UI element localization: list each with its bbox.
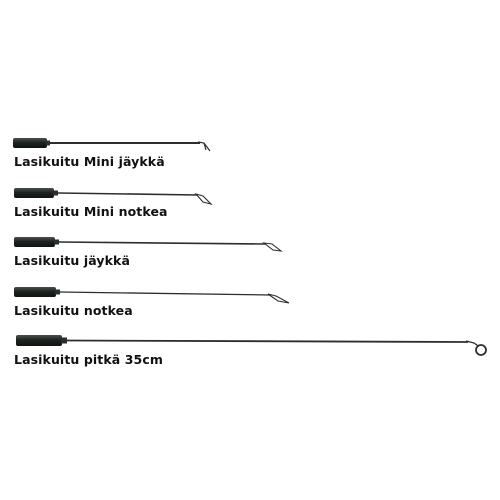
rod-1 (13, 138, 211, 152)
rod-2-handle (14, 188, 54, 198)
rod-2 (14, 188, 213, 206)
rod-5-tip-ring (475, 344, 487, 356)
rod-3-tip (262, 242, 283, 252)
rod-5 (16, 335, 487, 356)
rod-2-tip (194, 192, 213, 206)
rod-4-handle (14, 287, 56, 297)
rod-3 (14, 237, 283, 252)
rod-label-3: Lasikuitu jäykkä (14, 253, 130, 268)
rod-4-tip (267, 293, 290, 304)
rod-4 (14, 287, 290, 304)
rod-3-handle (14, 237, 55, 247)
rod-5-handle (16, 335, 62, 346)
rod-label-1: Lasikuitu Mini jäykkä (14, 154, 165, 169)
rod-1-tip (197, 141, 211, 152)
rod-label-4: Lasikuitu notkea (14, 303, 133, 318)
rod-label-2: Lasikuitu Mini notkea (14, 204, 168, 219)
rod-1-handle (13, 138, 47, 148)
rod-label-5: Lasikuitu pitkä 35cm (14, 352, 163, 367)
